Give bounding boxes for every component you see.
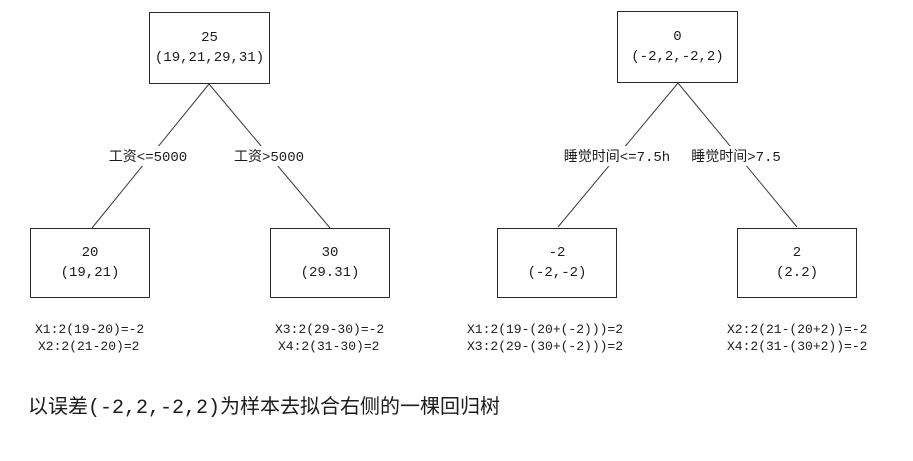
left-tree-left-split-label: 工资<=5000 [107, 146, 189, 166]
right-tree-right-leaf-formulas: X2:2(21-(20+2))=-2 X4:2(31-(30+2))=-2 [727, 321, 867, 355]
node-value: 25 [201, 30, 218, 46]
node-value: 2 [792, 245, 802, 261]
node-value: 20 [81, 245, 99, 261]
node-samples: (29.31) [300, 265, 360, 281]
node-value: -2 [548, 245, 566, 261]
node-samples: (-2,2,-2,2) [631, 49, 724, 65]
right-tree-left-leaf-formulas: X1:2(19-(20+(-2)))=2 X3:2(29-(30+(-2)))=… [467, 321, 623, 355]
node-value: 30 [321, 245, 339, 261]
right-tree-leaf-node-left: -2 (-2,-2) [497, 228, 617, 298]
node-samples: (19,21,29,31) [154, 50, 265, 66]
diagram-caption: 以误差(-2,2,-2,2)为样本去拟合右侧的一棵回归树 [28, 397, 501, 420]
node-samples: (2.2) [775, 265, 818, 281]
right-tree-right-split-label: 睡觉时间>7.5 [690, 146, 782, 166]
formula-line: X1:2(19-20)=-2 [35, 322, 145, 337]
node-samples: (-2,-2) [527, 265, 587, 281]
formula-line: X2:2(21-20)=2 [38, 339, 140, 354]
formula-line: X2:2(21-(20+2))=-2 [727, 322, 868, 337]
node-value: 0 [673, 29, 682, 45]
left-tree-leaf-node-left: 20 (19,21) [30, 228, 150, 298]
formula-line: X1:2(19-(20+(-2)))=2 [467, 322, 624, 337]
left-tree-root-node: 25 (19,21,29,31) [149, 12, 270, 84]
formula-line: X3:2(29-30)=-2 [275, 322, 385, 337]
left-tree-right-split-label: 工资>5000 [232, 146, 306, 166]
left-tree-left-leaf-formulas: X1:2(19-20)=-2 X2:2(21-20)=2 [35, 321, 144, 355]
node-samples: (19,21) [60, 265, 120, 281]
right-tree-left-split-label: 睡觉时间<=7.5h [562, 146, 672, 166]
right-tree-leaf-node-right: 2 (2.2) [737, 228, 857, 298]
right-tree-root-node: 0 (-2,2,-2,2) [617, 11, 738, 83]
left-tree-right-leaf-formulas: X3:2(29-30)=-2 X4:2(31-30)=2 [275, 321, 384, 355]
formula-line: X3:2(29-(30+(-2)))=2 [467, 339, 624, 354]
formula-line: X4:2(31-(30+2))=-2 [727, 339, 868, 354]
left-tree-leaf-node-right: 30 (29.31) [270, 228, 390, 298]
formula-line: X4:2(31-30)=2 [278, 339, 380, 354]
